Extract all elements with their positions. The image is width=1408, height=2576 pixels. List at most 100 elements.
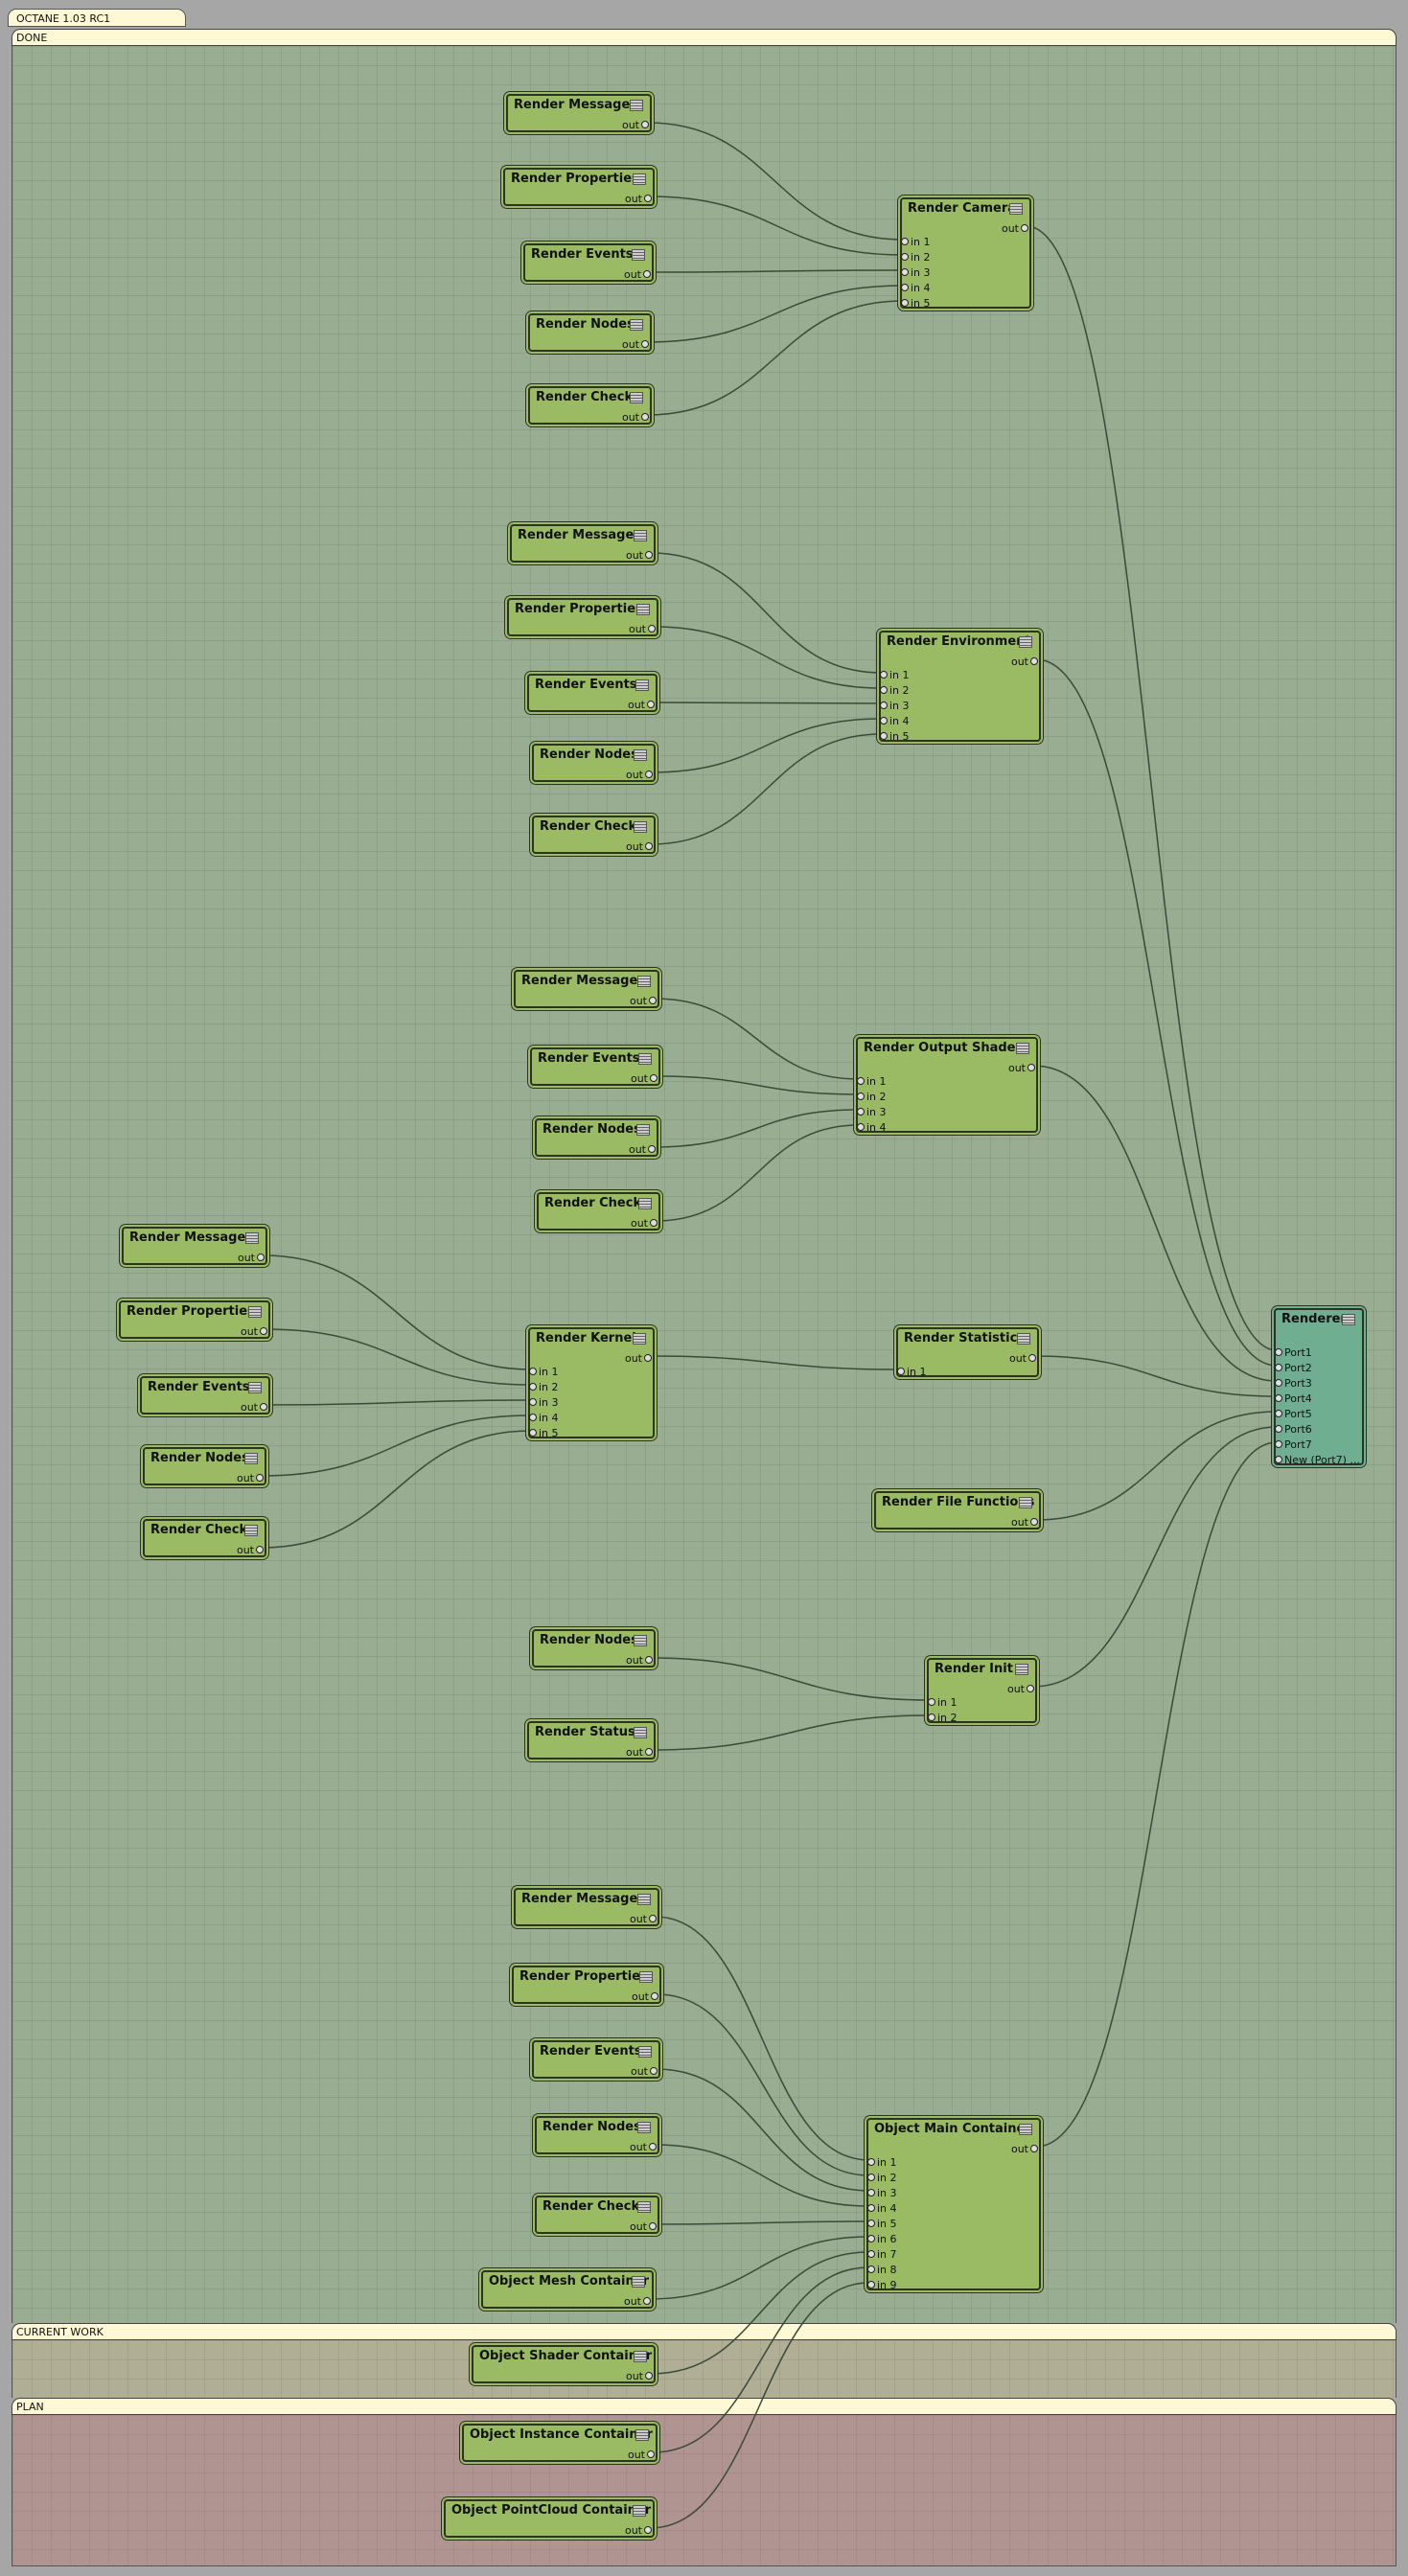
in-port[interactable] xyxy=(867,2158,875,2166)
node-menu-icon[interactable] xyxy=(248,1306,262,1318)
in-port[interactable] xyxy=(529,1398,537,1406)
node-menu-icon[interactable] xyxy=(633,1333,646,1345)
node-menu-icon[interactable] xyxy=(634,1727,647,1738)
in-port[interactable] xyxy=(857,1077,865,1085)
out-port[interactable] xyxy=(651,1992,658,2000)
node-menu-icon[interactable] xyxy=(1009,203,1023,215)
in-port[interactable] xyxy=(867,2174,875,2181)
out-port[interactable] xyxy=(647,2450,655,2458)
node-menu-icon[interactable] xyxy=(636,1124,650,1136)
in-port[interactable] xyxy=(857,1092,865,1100)
in-port[interactable] xyxy=(857,1123,865,1131)
node-menu-icon[interactable] xyxy=(244,1525,258,1536)
node-menu-icon[interactable] xyxy=(637,2201,651,2213)
node-menu-icon[interactable] xyxy=(638,1053,652,1065)
out-port[interactable] xyxy=(644,2526,652,2534)
node-menu-icon[interactable] xyxy=(1017,1333,1030,1345)
section-header-current-work[interactable]: CURRENT WORK xyxy=(12,2323,1396,2340)
in-port[interactable] xyxy=(901,253,909,261)
in-port[interactable] xyxy=(529,1368,537,1375)
in-port[interactable] xyxy=(880,702,888,709)
node-menu-icon[interactable] xyxy=(638,1198,652,1209)
out-port[interactable] xyxy=(648,625,656,632)
in-port[interactable] xyxy=(1275,1379,1282,1387)
out-port[interactable] xyxy=(643,2297,651,2305)
in-port[interactable] xyxy=(1275,1410,1282,1417)
out-port[interactable] xyxy=(641,121,649,128)
in-port[interactable] xyxy=(897,1368,905,1375)
out-port[interactable] xyxy=(1027,1064,1035,1071)
out-port[interactable] xyxy=(1030,2145,1038,2152)
node-menu-icon[interactable] xyxy=(245,1232,259,1244)
out-port[interactable] xyxy=(645,1748,653,1756)
node-menu-icon[interactable] xyxy=(637,2122,651,2133)
out-port[interactable] xyxy=(645,551,653,559)
in-port[interactable] xyxy=(1275,1440,1282,1448)
node-menu-icon[interactable] xyxy=(635,679,649,691)
in-port[interactable] xyxy=(867,2204,875,2212)
out-port[interactable] xyxy=(644,1354,652,1362)
out-port[interactable] xyxy=(256,1474,264,1482)
section-header-done[interactable]: DONE xyxy=(12,29,1396,46)
in-port[interactable] xyxy=(867,2189,875,2196)
out-port[interactable] xyxy=(644,195,652,202)
out-port[interactable] xyxy=(649,1915,657,1922)
in-port[interactable] xyxy=(529,1414,537,1421)
out-port[interactable] xyxy=(257,1254,265,1261)
node-menu-icon[interactable] xyxy=(637,976,651,987)
node-menu-icon[interactable] xyxy=(630,392,643,403)
in-port[interactable] xyxy=(1275,1456,1282,1463)
out-port[interactable] xyxy=(649,2222,657,2230)
out-port[interactable] xyxy=(641,413,649,421)
in-port[interactable] xyxy=(1275,1364,1282,1371)
in-port[interactable] xyxy=(880,717,888,724)
out-port[interactable] xyxy=(1030,657,1038,665)
out-port[interactable] xyxy=(641,340,649,348)
in-port[interactable] xyxy=(928,1698,935,1706)
out-port[interactable] xyxy=(645,1656,653,1664)
in-port[interactable] xyxy=(867,2250,875,2258)
out-port[interactable] xyxy=(649,2143,657,2150)
node-menu-icon[interactable] xyxy=(630,319,643,331)
out-port[interactable] xyxy=(647,701,655,708)
node-menu-icon[interactable] xyxy=(244,1453,258,1464)
in-port[interactable] xyxy=(901,299,909,307)
in-port[interactable] xyxy=(880,671,888,678)
out-port[interactable] xyxy=(260,1327,267,1335)
node-menu-icon[interactable] xyxy=(636,604,650,615)
node-menu-icon[interactable] xyxy=(635,2429,649,2441)
node-menu-icon[interactable] xyxy=(632,2276,645,2288)
node-menu-icon[interactable] xyxy=(1016,1043,1029,1054)
node-menu-icon[interactable] xyxy=(634,2351,647,2362)
node-menu-icon[interactable] xyxy=(248,1382,262,1393)
in-port[interactable] xyxy=(867,2235,875,2242)
out-port[interactable] xyxy=(643,270,651,278)
